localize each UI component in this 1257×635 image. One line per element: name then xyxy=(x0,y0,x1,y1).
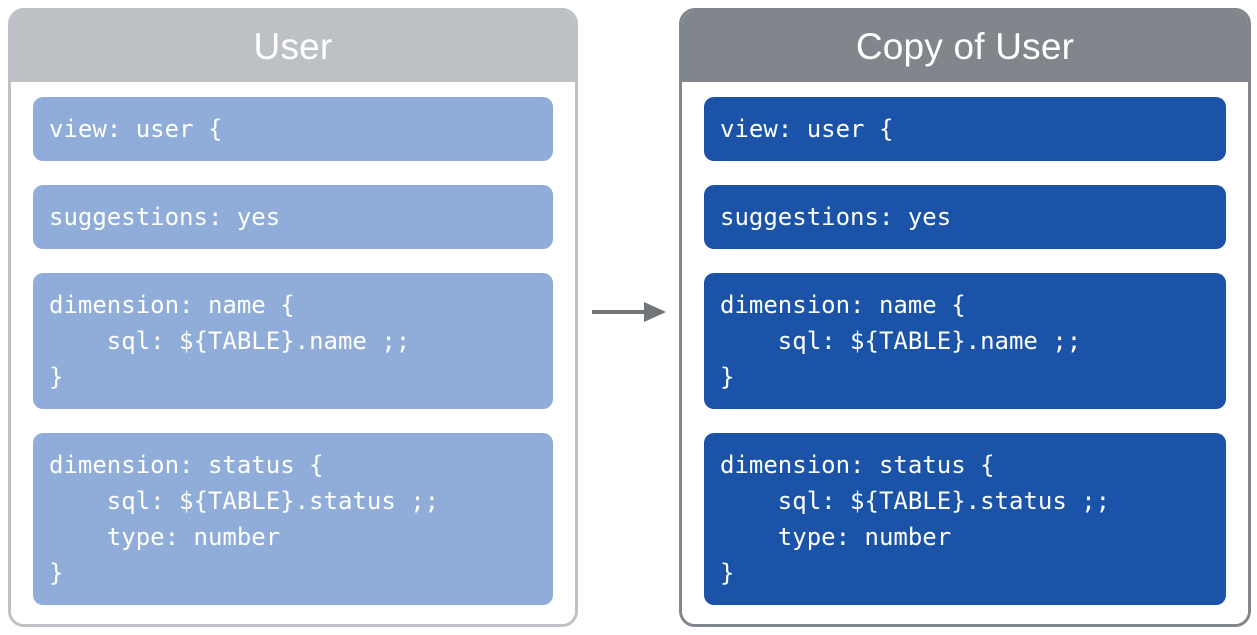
panel-body-copy: view: user { suggestions: yes dimension:… xyxy=(682,82,1248,624)
code-block-dimension-name: dimension: name { sql: ${TABLE}.name ;; … xyxy=(33,273,553,409)
panel-copy-of-user: Copy of User view: user { suggestions: y… xyxy=(679,8,1251,627)
arrow-right-icon xyxy=(592,300,666,324)
code-block-suggestions-parameter: suggestions: yes xyxy=(33,185,553,249)
code-block-dimension-status: dimension: status { sql: ${TABLE}.status… xyxy=(704,433,1226,605)
panel-source-user: User view: user { suggestions: yes dimen… xyxy=(8,8,578,627)
panel-title-source: User xyxy=(11,11,575,82)
panel-body-source: view: user { suggestions: yes dimension:… xyxy=(11,82,575,624)
code-block-suggestions-parameter: suggestions: yes xyxy=(704,185,1226,249)
code-block-view-declaration: view: user { xyxy=(704,97,1226,161)
code-block-dimension-status: dimension: status { sql: ${TABLE}.status… xyxy=(33,433,553,605)
panel-title-copy: Copy of User xyxy=(682,11,1248,82)
code-block-dimension-name: dimension: name { sql: ${TABLE}.name ;; … xyxy=(704,273,1226,409)
code-block-view-declaration: view: user { xyxy=(33,97,553,161)
